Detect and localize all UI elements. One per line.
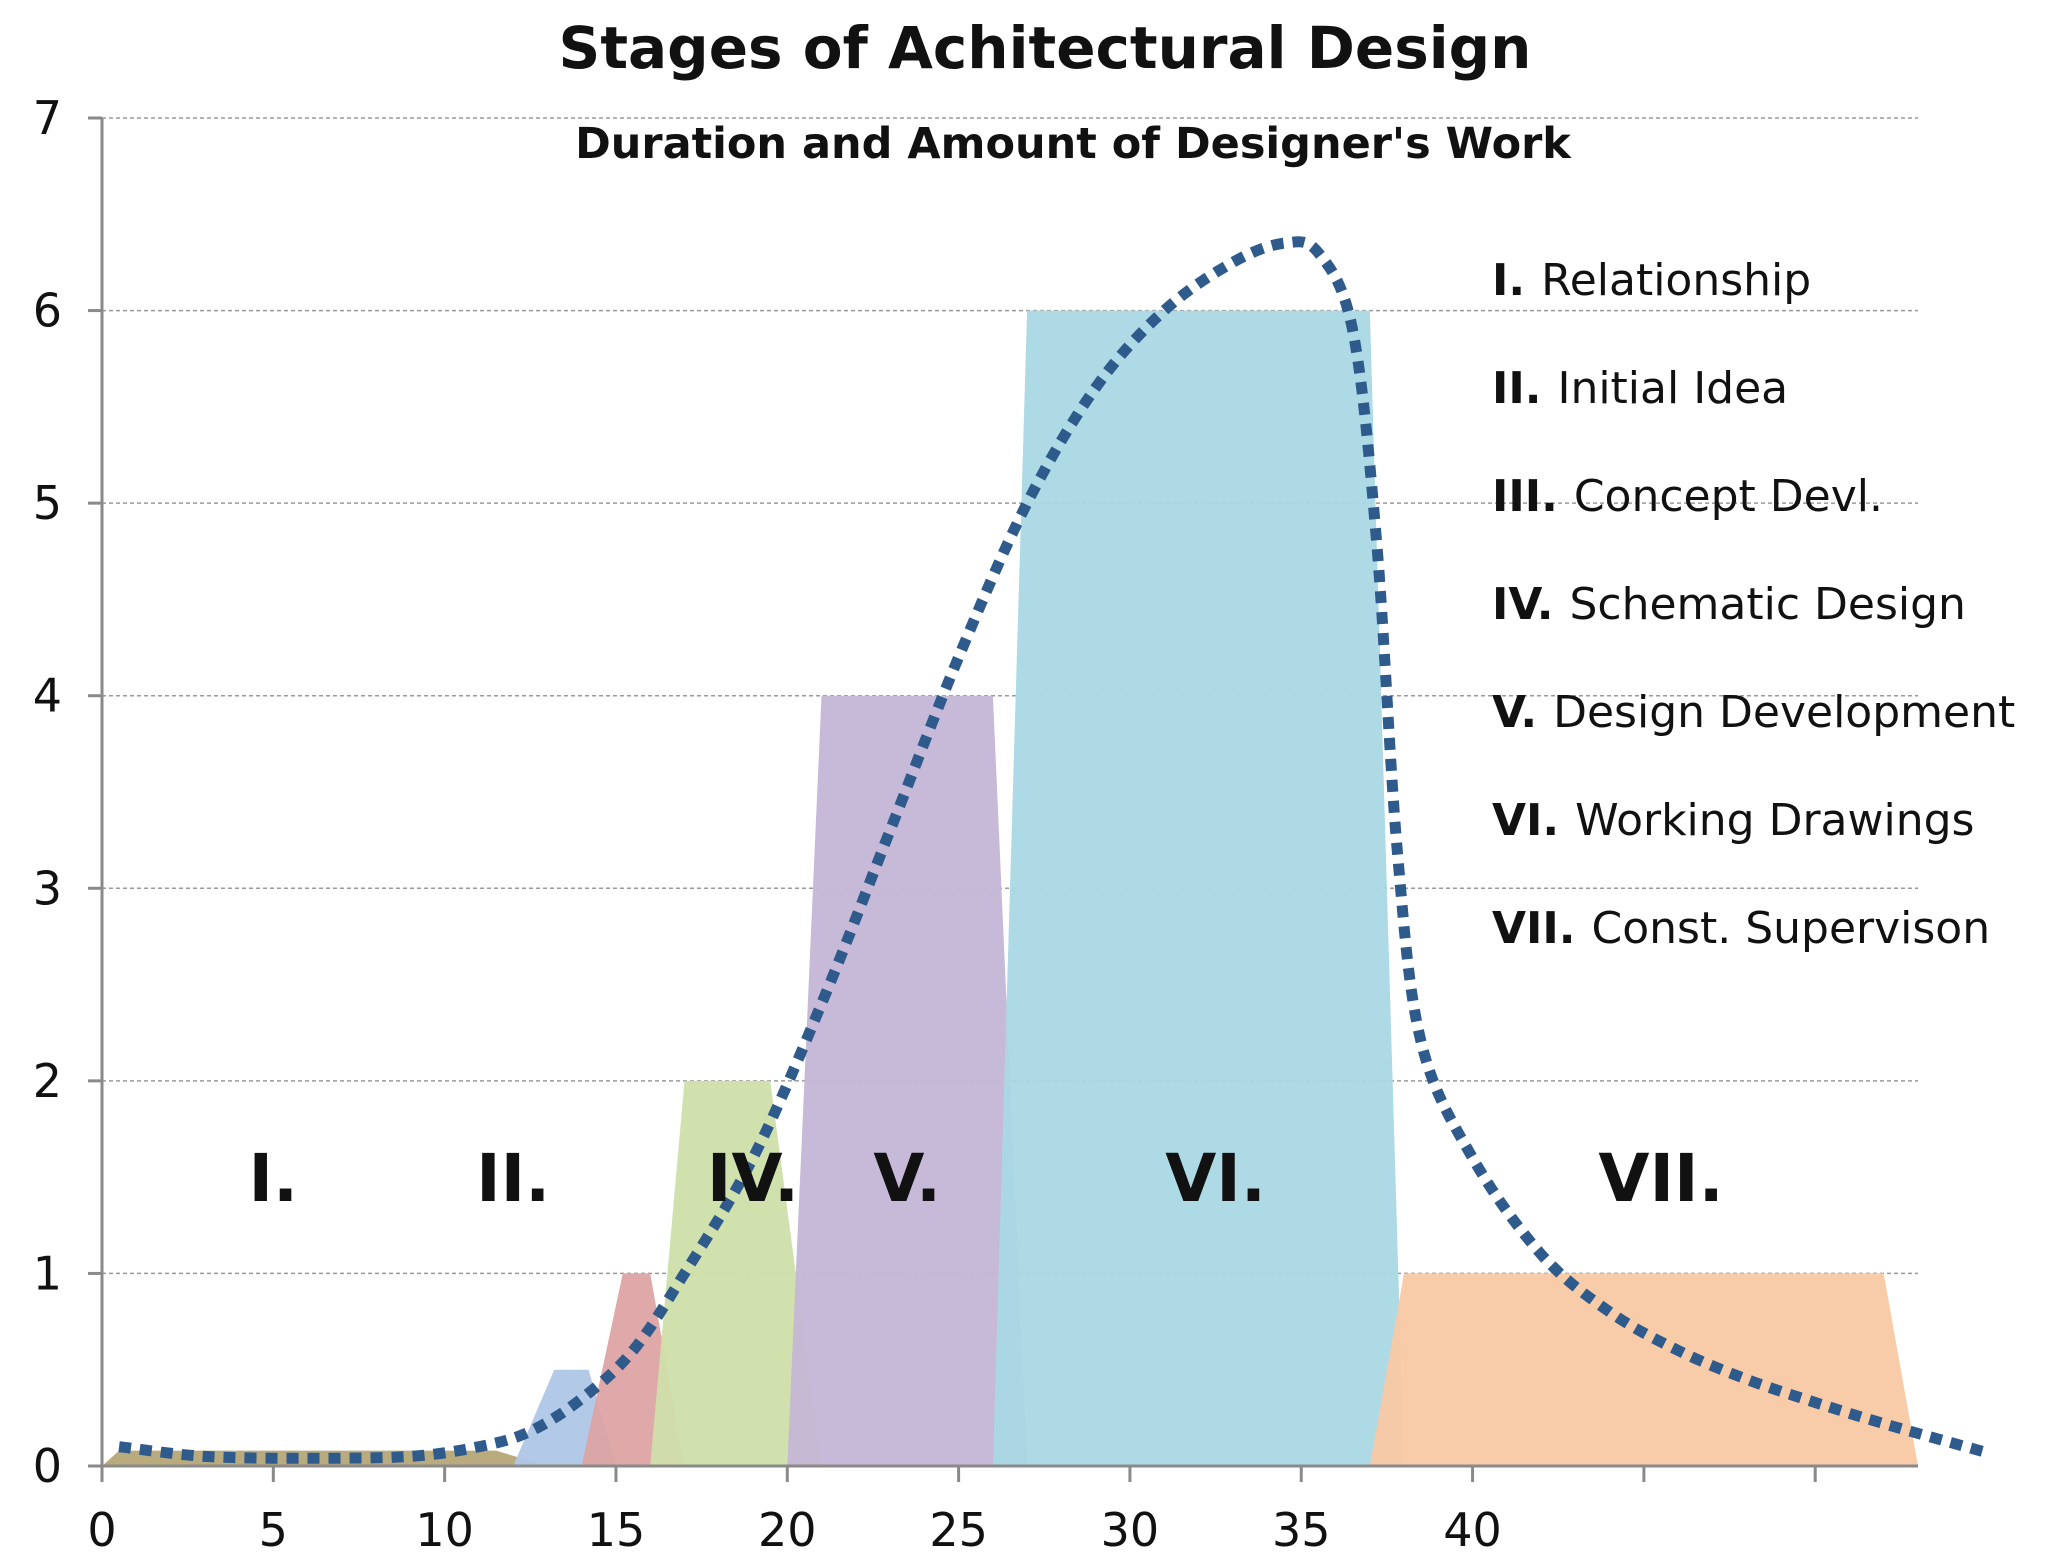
workload-curve-line bbox=[118, 236, 1988, 1464]
legend-entry: IV. Schematic Design bbox=[1492, 579, 1966, 630]
axes: 0 1 2 3 4 5 6 7 0 5 10 15 20 25 30 35 40 bbox=[33, 91, 1918, 1557]
legend-entry: VI. Working Drawings bbox=[1492, 795, 1974, 846]
legend-number: VII. bbox=[1492, 903, 1576, 954]
y-tick-label: 0 bbox=[33, 1439, 62, 1493]
y-tick-label: 3 bbox=[33, 861, 62, 915]
legend-label: Working Drawings bbox=[1575, 795, 1974, 846]
y-tick-label: 1 bbox=[33, 1246, 62, 1300]
legend-entry: VII. Const. Supervison bbox=[1492, 903, 1990, 954]
x-tick-label: 5 bbox=[259, 1503, 288, 1557]
legend-entry: II. Initial Idea bbox=[1492, 363, 1788, 414]
legend-label: Schematic Design bbox=[1569, 579, 1965, 630]
y-tick-label: 7 bbox=[33, 91, 62, 145]
y-tick-label: 5 bbox=[33, 476, 62, 530]
legend-label: Design Development bbox=[1553, 687, 2015, 738]
y-tick-label: 4 bbox=[33, 669, 62, 723]
stage-label: VI. bbox=[1165, 1140, 1266, 1217]
legend-number: III. bbox=[1492, 471, 1558, 522]
legend-number: II. bbox=[1492, 363, 1541, 414]
stage-area-6 bbox=[992, 310, 1404, 1467]
legend-entry: I. Relationship bbox=[1492, 255, 1811, 306]
x-tick-label: 10 bbox=[415, 1503, 474, 1557]
stage-area-4 bbox=[650, 1080, 822, 1466]
x-tick-label: 0 bbox=[87, 1503, 116, 1557]
chart-subtitle: Duration and Amount of Designer's Work bbox=[575, 119, 1572, 169]
workload-curve bbox=[118, 236, 1988, 1464]
legend-label: Concept Devl. bbox=[1574, 471, 1883, 522]
stage-label: V. bbox=[873, 1140, 941, 1217]
legend-label: Const. Supervison bbox=[1592, 903, 1991, 954]
legend-number: VI. bbox=[1492, 795, 1559, 846]
x-tick-label: 40 bbox=[1443, 1503, 1502, 1557]
legend-number: V. bbox=[1492, 687, 1537, 738]
x-tick-label: 25 bbox=[929, 1503, 988, 1557]
x-tick-label: 35 bbox=[1272, 1503, 1331, 1557]
legend-label: Relationship bbox=[1541, 255, 1811, 306]
stage-area-5 bbox=[787, 695, 1028, 1466]
legend-entry: III. Concept Devl. bbox=[1492, 471, 1883, 522]
x-tick-label: 15 bbox=[587, 1503, 646, 1557]
stage-labels: I. II. IV. V. VI. VII. bbox=[249, 1140, 1724, 1217]
stage-area-7 bbox=[1369, 1273, 1918, 1466]
stage-label: I. bbox=[249, 1140, 299, 1217]
y-tick-label: 2 bbox=[33, 1054, 62, 1108]
legend-number: IV. bbox=[1492, 579, 1553, 630]
y-tick-label: 6 bbox=[33, 284, 62, 338]
legend-label: Initial Idea bbox=[1557, 363, 1788, 414]
stage-label: VII. bbox=[1598, 1140, 1723, 1217]
x-tick-label: 20 bbox=[758, 1503, 817, 1557]
legend-entry: V. Design Development bbox=[1492, 687, 2015, 738]
x-tick-label: 30 bbox=[1101, 1503, 1160, 1557]
stage-label: II. bbox=[476, 1140, 550, 1217]
legend-number: I. bbox=[1492, 255, 1525, 306]
gridlines bbox=[102, 117, 1918, 1275]
chart-title: Stages of Achitectural Design bbox=[559, 14, 1532, 82]
stage-label: IV. bbox=[707, 1140, 799, 1217]
